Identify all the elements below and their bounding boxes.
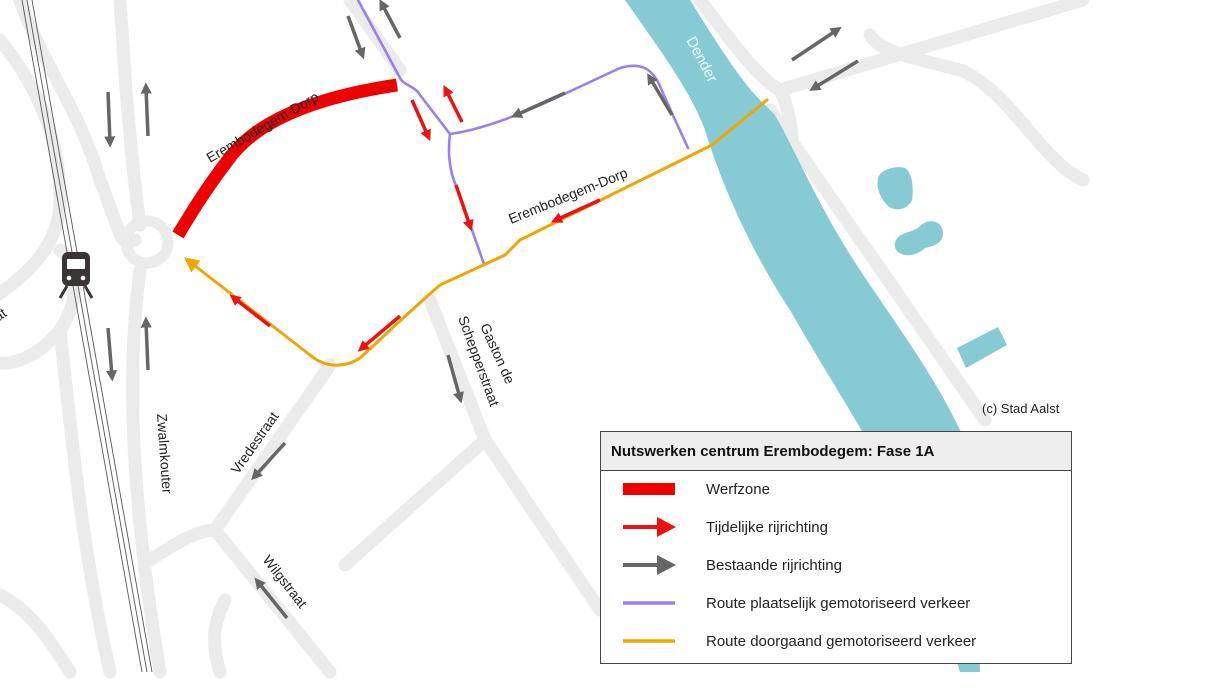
roundabout xyxy=(120,215,174,269)
orange-line-icon xyxy=(623,639,675,643)
purple-line-icon xyxy=(623,601,675,605)
legend-item-through-route: Route doorgaand gemotoriseerd verkeer xyxy=(601,622,1071,660)
pond-1 xyxy=(877,167,913,210)
train-station-icon[interactable] xyxy=(58,252,94,299)
existing-direction-arrows xyxy=(104,0,859,620)
street-label-partial: at xyxy=(0,305,9,325)
legend-panel: Nutswerken centrum Erembodegem: Fase 1A … xyxy=(600,431,1072,664)
street-label-zwalmkouter: Zwalmkouter xyxy=(154,413,176,494)
legend-label: Tijdelijke rijrichting xyxy=(706,518,828,536)
legend-label: Bestaande rijrichting xyxy=(706,556,842,574)
through-route xyxy=(184,98,769,367)
legend-item-temporary-direction: Tijdelijke rijrichting xyxy=(601,508,1071,546)
temporary-direction-arrows xyxy=(229,84,601,352)
legend-item-worksite: Werfzone xyxy=(601,470,1071,508)
red-bar-icon xyxy=(623,483,675,495)
legend-label: Route plaatselijk gemotoriseerd verkeer xyxy=(706,594,971,612)
railway xyxy=(21,0,153,673)
street-label-erembodegem-dorp-west: Erembodegem-Dorp xyxy=(204,88,322,165)
legend-title: Nutswerken centrum Erembodegem: Fase 1A xyxy=(601,432,1071,471)
pond-2 xyxy=(894,221,944,256)
legend-label: Werfzone xyxy=(706,480,770,498)
copyright-text: (c) Stad Aalst xyxy=(982,401,1060,416)
legend-label: Route doorgaand gemotoriseerd verkeer xyxy=(706,632,977,650)
gray-arrow-icon xyxy=(623,555,676,575)
red-arrow-icon xyxy=(623,517,676,537)
pond-3 xyxy=(957,327,1007,368)
legend-item-local-route: Route plaatselijk gemotoriseerd verkeer xyxy=(601,584,1071,622)
local-route xyxy=(356,0,690,266)
legend-item-existing-direction: Bestaande rijrichting xyxy=(601,546,1071,584)
worksite-zone xyxy=(172,78,398,239)
